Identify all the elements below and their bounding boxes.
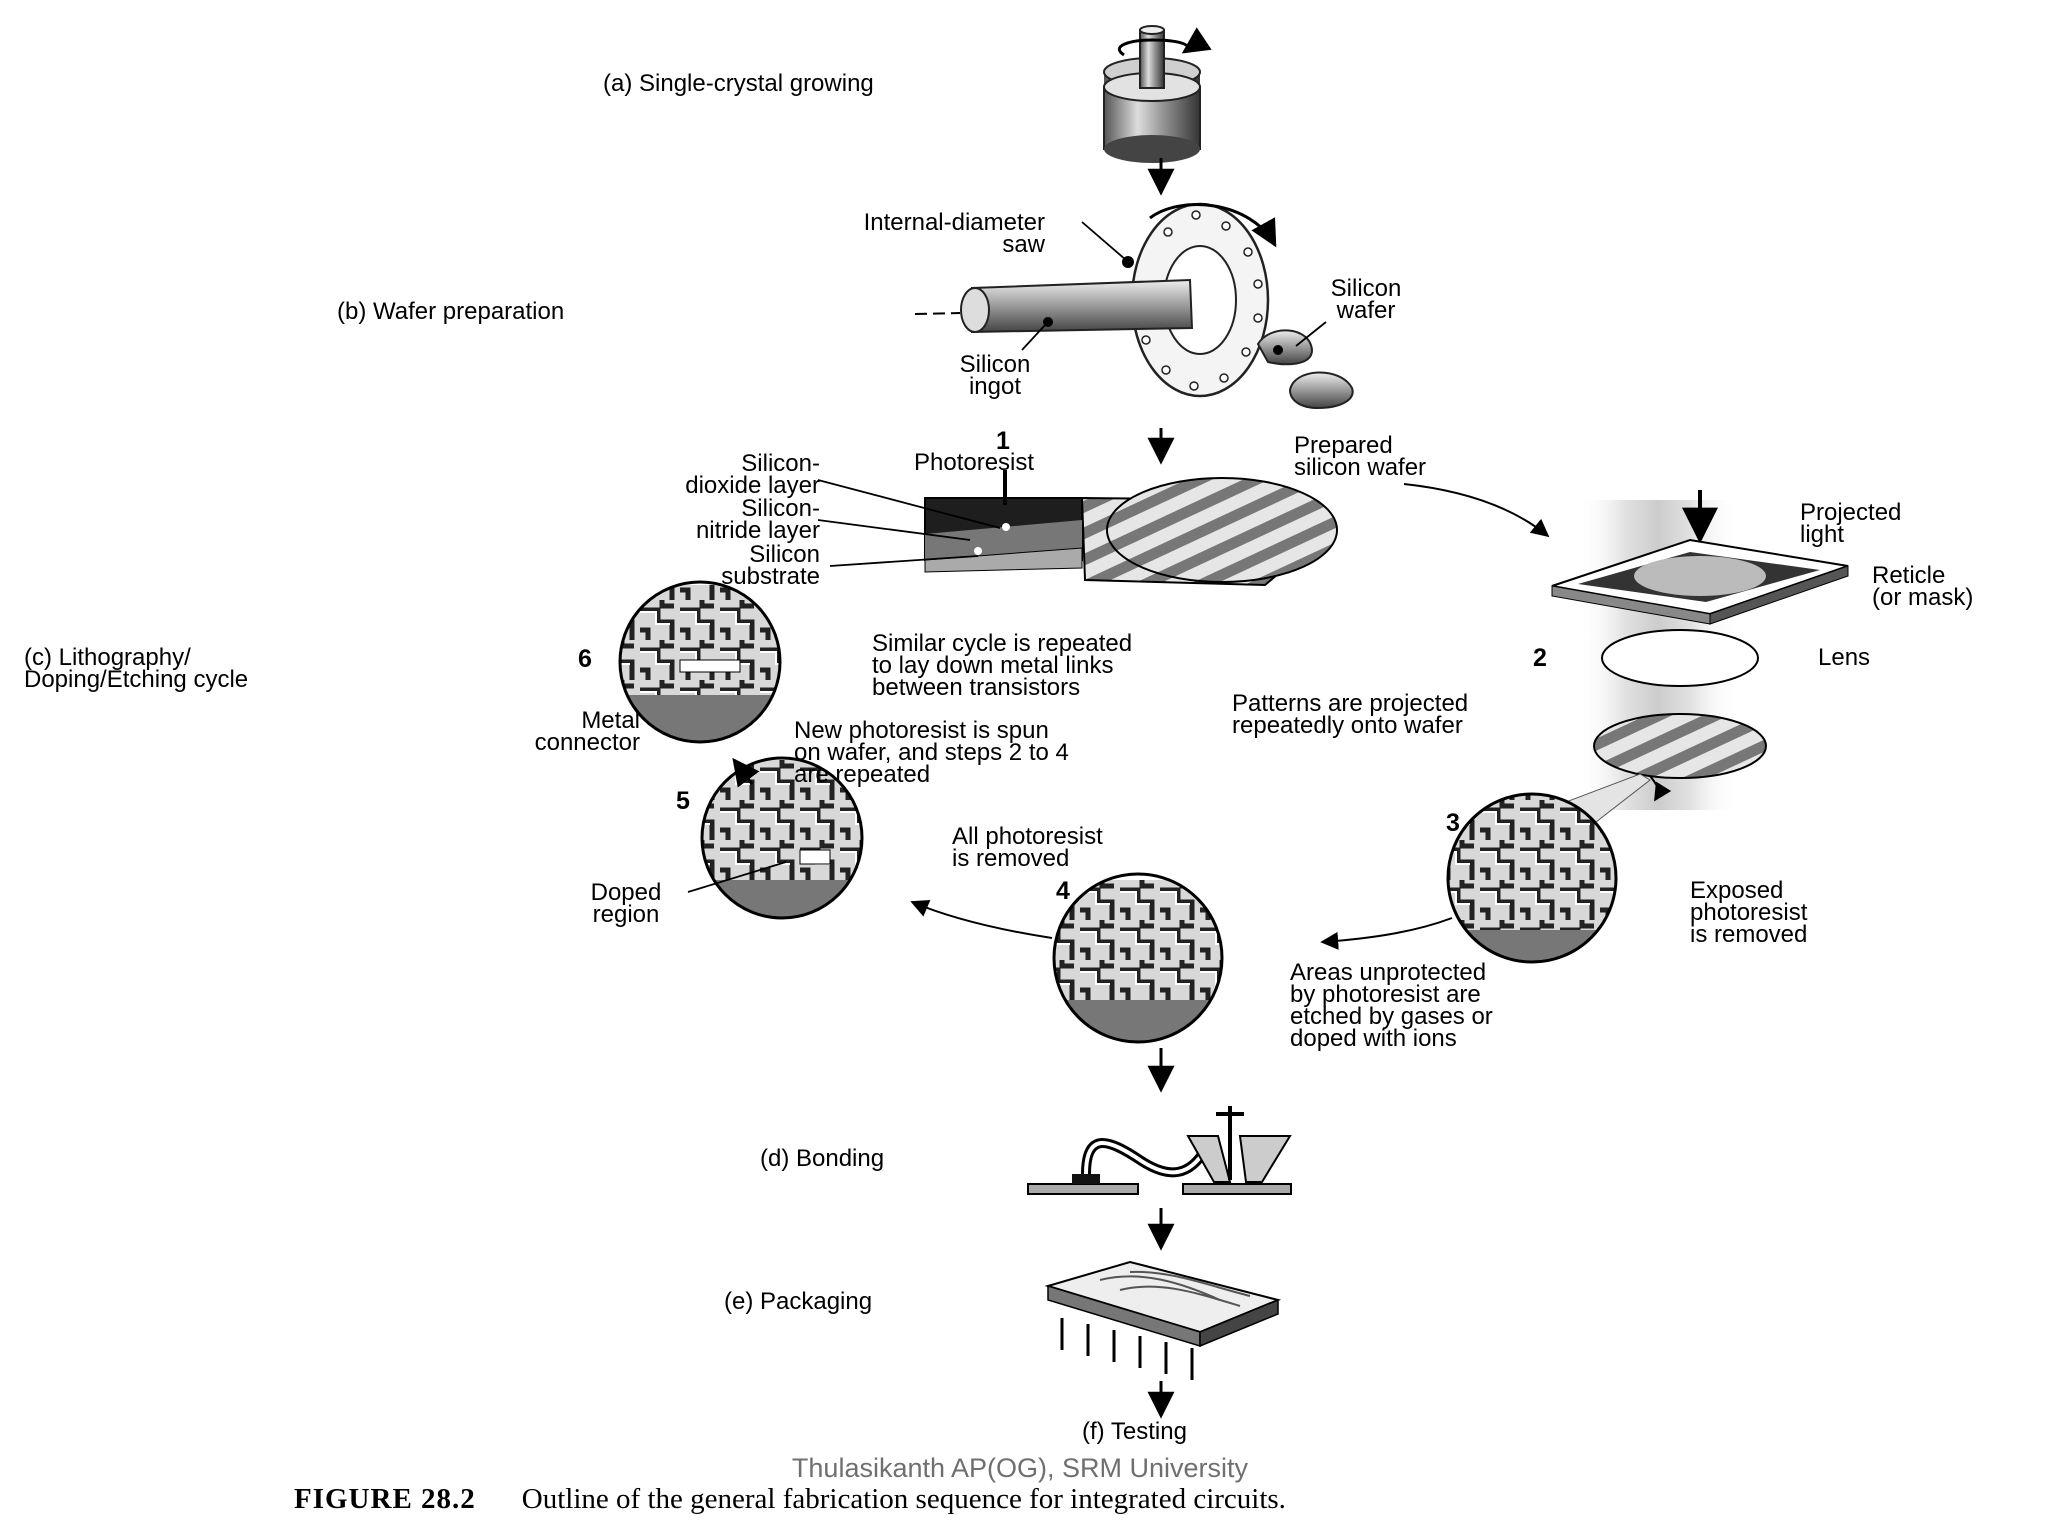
stage-c-label: (c) Lithography/ Doping/Etching cycle (24, 644, 249, 693)
layered-wafer-block (924, 470, 1338, 587)
to-projection-arrow (1403, 483, 1550, 538)
nitride-label: Silicon- nitride layer (695, 495, 820, 544)
step-3-magnified-icon (1446, 792, 1618, 964)
all-photoresist-label: All photoresist is removed (952, 823, 1103, 872)
substrate-label: Silicon substrate (721, 541, 820, 590)
step3-to-step4-arrow (1320, 917, 1453, 950)
wafer-saw-icon (914, 202, 1354, 410)
areas-unprotected-label: Areas unprotected by photoresist are etc… (1290, 959, 1493, 1052)
stage-e-label: (e) Packaging (724, 1288, 873, 1315)
saw-label: Internal-diameter saw (863, 209, 1045, 258)
step-5-number: 5 (676, 787, 690, 815)
step5-to-step6-arrow (732, 757, 760, 788)
caption-text: Outline of the general fabrication seque… (521, 1483, 1286, 1515)
step-3-number: 3 (1446, 809, 1460, 837)
wafer-leader-lines (1021, 221, 1327, 351)
lens-label: Lens (1818, 644, 1871, 671)
projected-light-label: Projected light (1800, 499, 1902, 548)
chip-package-icon (1044, 1260, 1282, 1380)
silicon-wafer-label: Silicon wafer (1330, 275, 1402, 324)
exposed-photoresist-label: Exposed photoresist is removed (1690, 877, 1808, 948)
metal-connector-label: Metal connector (534, 707, 640, 756)
footer-credit: Thulasikanth AP(OG), SRM University (791, 1453, 1249, 1483)
step4-to-step5-arrow (910, 899, 1053, 939)
figure-number: FIGURE 28.2 (294, 1483, 476, 1515)
stage-b-label: (b) Wafer preparation (337, 298, 565, 325)
step-4-magnified-icon (1052, 872, 1224, 1044)
crystal-grower-icon (1103, 25, 1212, 163)
step-1-number: 1 (996, 427, 1010, 455)
similar-cycle-label: Similar cycle is repeated to lay down me… (872, 630, 1133, 701)
patterns-label: Patterns are projected repeatedly onto w… (1232, 690, 1469, 739)
step-4-number: 4 (1056, 877, 1070, 905)
step-6-magnified-icon (618, 580, 782, 744)
stage-f-label: (f) Testing (1082, 1418, 1187, 1445)
figure-caption: FIGURE 28.2 Outline of the general fabric… (294, 1483, 1286, 1516)
reticle-label: Reticle (or mask) (1872, 562, 1974, 611)
layer-leader-lines (817, 479, 1001, 567)
photoresist-label: Photoresist (914, 449, 1035, 476)
ingot-label: Silicon ingot (959, 351, 1031, 400)
stage-d-label: (d) Bonding (760, 1145, 885, 1172)
step-2-number: 2 (1533, 644, 1547, 672)
bonding-icon (1027, 1106, 1292, 1195)
new-photoresist-label: New photoresist is spun on wafer, and st… (794, 717, 1069, 788)
doped-leader (687, 861, 787, 893)
dioxide-label: Silicon- dioxide layer (685, 450, 820, 499)
stage-a-label: (a) Single-crystal growing (603, 70, 874, 97)
doped-region-label: Doped region (590, 879, 662, 928)
step-6-number: 6 (578, 645, 592, 673)
prepared-wafer-label: Prepared silicon wafer (1294, 432, 1427, 481)
